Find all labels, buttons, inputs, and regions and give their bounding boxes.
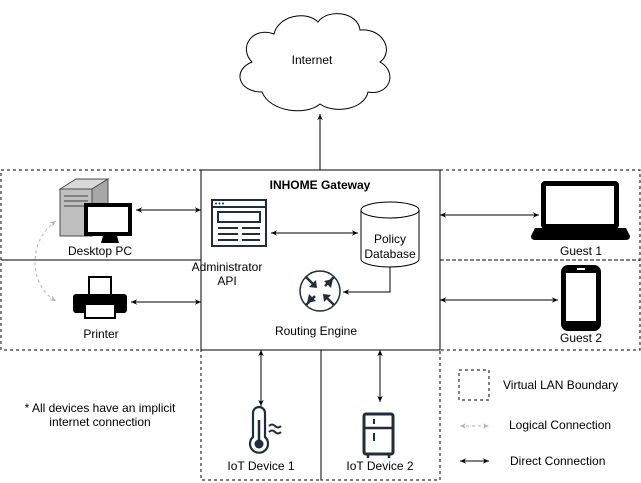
vlan-guest2-zone [439,259,641,351]
legend-direct-label: Direct Connection [510,454,605,468]
desktop-printer-logical-link [34,220,57,302]
desktop-pc-label: Desktop PC [68,244,132,258]
guest-2-label: Guest 2 [560,331,602,345]
smartphone-icon [561,265,601,331]
footnote-line1: * All devices have an implicit [25,401,176,415]
internet-cloud [239,13,391,112]
legend-vlan-swatch [458,369,490,401]
laptop-icon [531,181,630,240]
gateway-title: INHOME Gateway [270,178,371,192]
legend-logical-label: Logical Connection [509,418,611,432]
policy-database-label-line1: Policy [374,232,406,246]
iot-device-1-label: IoT Device 1 [227,459,294,473]
administrator-api-label-line2: API [217,274,236,288]
administrator-api-icon [211,199,267,247]
routing-engine-icon [299,270,341,312]
thermometer-icon [248,405,282,454]
vlan-iot2-zone [320,349,441,481]
administrator-api-label-line1: Administrator [192,260,263,274]
appliance-icon [362,412,395,458]
routing-engine-label: Routing Engine [275,324,357,338]
footnote-line2: internet connection [49,415,150,429]
printer-icon [73,276,127,319]
printer-label: Printer [83,327,118,341]
policy-database-icon [360,201,420,268]
policy-database-label-line2: Database [364,247,416,261]
guest-1-label: Guest 1 [560,244,602,258]
legend-vlan-label: Virtual LAN Boundary [503,378,618,392]
internet-label: Internet [292,53,333,67]
iot-device-2-label: IoT Device 2 [346,459,413,473]
desktop-pc-icon [58,178,132,243]
db-routing-link [343,267,391,295]
